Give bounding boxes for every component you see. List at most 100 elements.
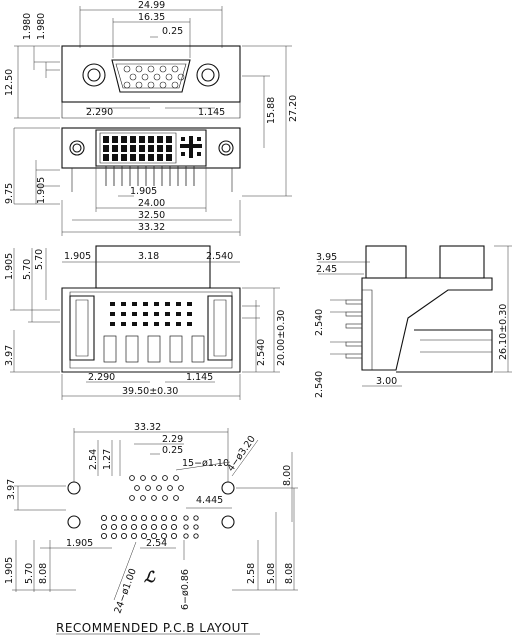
pcb-hole-key [183,524,189,530]
dim-rear-b3: 39.50±0.30 [122,386,178,397]
dvi-contact [121,136,127,143]
rear-view: 1.905 3.18 2.540 1.905 5.70 5.70 3.97 20… [4,245,287,400]
pcb-hole-grid [170,514,178,522]
dvi-contact [103,136,109,143]
dvi-contact [139,145,145,152]
rear-pin [143,322,148,326]
pcb-hole-grid [140,514,148,522]
dim-rear-t1: 1.905 [64,251,91,262]
pcb-hole-grid [170,532,178,540]
pcb-hole-small [173,495,179,501]
rear-pin [154,302,159,306]
pcb-hole-key [193,515,199,521]
rear-pin [132,302,137,306]
dim-pcb-l1: 3.97 [6,479,17,500]
caption: RECOMMENDED P.C.B LAYOUT [56,621,249,635]
pcb-hole-small [156,485,162,491]
pcb-hole-key [183,533,189,539]
rear-slot [103,335,117,363]
front-pins [105,166,195,186]
dvi-contact [103,154,109,161]
dim-pcb-br1: 2.58 [246,563,257,584]
dim-front-b1: 1.905 [130,186,157,197]
dim-top-left3: 1.980 [36,13,47,40]
pcb-hole-key [193,533,199,539]
dim-pcb-bl3: 8.08 [38,563,49,584]
rear-pin [143,302,148,306]
dvi-contact [130,154,136,161]
dim-rear-b2: 1.145 [186,372,213,383]
rear-pin [187,312,192,316]
dim-pcb-d2: 1.27 [102,449,113,470]
pcb-hole-grid [110,532,118,540]
dim-front-b2: 24.00 [138,198,165,209]
rear-pin [154,312,159,316]
pcb-hole-small [129,495,135,501]
dim-rear-l2b: 5.70 [34,249,45,270]
dvi-contact-grid [103,136,172,161]
dim-top-mid-left: 2.290 [86,107,113,118]
rear-pin [110,302,115,306]
pcb-hole-small [145,485,151,491]
dvi-contact [148,136,154,143]
dim-pcb-b1: 1.905 [66,538,93,549]
dim-top-w2: 16.35 [138,12,165,23]
dvi-contact [112,145,118,152]
dim-rear-t3: 2.540 [206,251,233,262]
dim-side-l1: 2.540 [314,309,325,336]
pcb-hole-grid [140,523,148,531]
rear-pin [121,312,126,316]
side-view: 3.95 2.45 2.540 2.540 26.10±0.30 3.00 [314,245,512,398]
pcb-hole-grid [150,532,158,540]
dim-pcb-d3: 2.29 [162,434,183,445]
pcb-hole-pattern [100,475,199,540]
dim-pcb-r2: 4.445 [196,495,223,506]
dvi-contact [166,145,172,152]
pcb-hole-small [173,475,179,481]
dim-side-t2: 2.45 [316,264,337,275]
dvi-contact [121,145,127,152]
rear-slot [125,335,139,363]
pcb-hole-grid [130,523,138,531]
dim-top-left2: 1.980 [22,13,33,40]
rear-slot [191,335,205,363]
dim-pcb-d1: 2.54 [88,449,99,470]
dvi-contact [121,154,127,161]
pcb-hole-grid [120,532,128,540]
dvi-contact [166,136,172,143]
rear-pin [154,322,159,326]
dvi-contact [157,154,163,161]
dim-pcb-br3: 8.08 [284,563,295,584]
dim-pcb-holes6: 6−ø0.86 [180,569,191,610]
dim-pcb-holes15: 15−ø1.10 [182,458,229,469]
rear-pin [143,312,148,316]
rear-pin [132,322,137,326]
pcb-hole-grid [150,514,158,522]
dim-top-mid-right: 1.145 [198,107,225,118]
dvi-contact [166,154,172,161]
dim-rear-l1: 1.905 [4,253,15,280]
dim-top-right2: 27.20 [288,95,299,122]
rear-pin [121,322,126,326]
pcb-hole-grid [130,514,138,522]
dvi-contact [139,136,145,143]
dim-pcb-d4: 0.25 [162,445,183,456]
pcb-hole-grid [100,514,108,522]
pcb-hole-small [151,495,157,501]
dim-rear-b1: 2.290 [88,372,115,383]
dvi-contact [112,154,118,161]
rear-pin-grid [103,302,205,363]
dvi-cross-key [180,136,202,158]
rear-pin [176,302,181,306]
dim-side-l2: 2.540 [314,371,325,398]
dvi-contact [148,145,154,152]
pcb-hole-grid [140,532,148,540]
dvi-contact [157,145,163,152]
pcb-hole-grid [160,523,168,531]
pcb-hole-small [134,485,140,491]
pcb-hole-small [162,495,168,501]
dim-rear-r1: 2.540 [256,339,267,366]
dim-front-b4: 33.32 [138,222,165,233]
rear-pin [132,312,137,316]
